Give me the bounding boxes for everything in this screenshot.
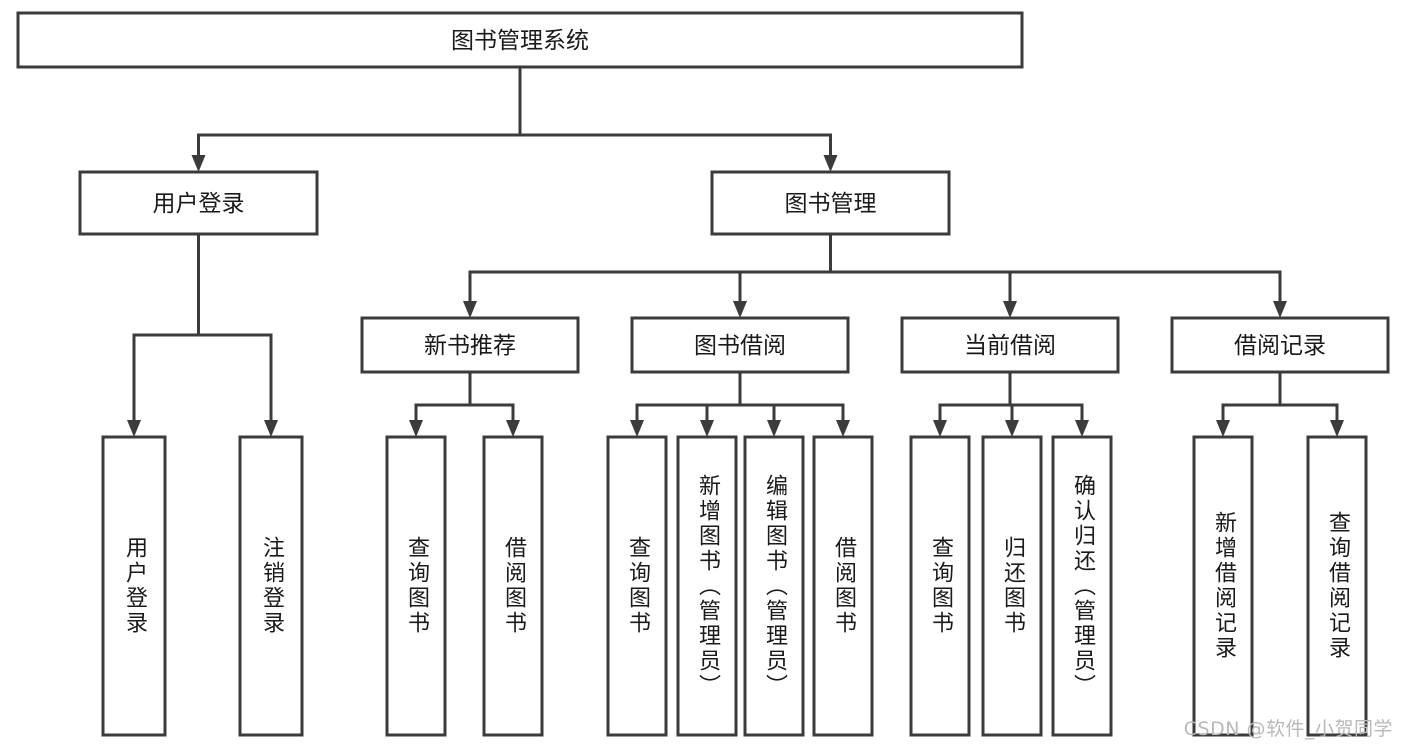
arrow-head-icon bbox=[463, 301, 477, 318]
leaf-leaf-query-borrow-record[interactable] bbox=[1306, 435, 1368, 737]
arrow-head-icon bbox=[409, 420, 423, 437]
arrow-head-icon bbox=[700, 420, 714, 437]
leaf-leaf-edit-book[interactable] bbox=[743, 435, 805, 737]
leaf-leaf-query-book-recommend[interactable] bbox=[385, 435, 447, 737]
watermark-text: CSDN @软件_小贺同学 bbox=[1183, 718, 1393, 740]
node-borrow-records-label: 借阅记录 bbox=[1234, 333, 1326, 359]
leaf-leaf-user-logout[interactable] bbox=[238, 435, 304, 737]
arrow-head-icon bbox=[933, 420, 947, 437]
node-root[interactable] bbox=[16, 11, 1024, 69]
arrow-head-icon bbox=[1216, 420, 1230, 437]
arrow-head-icon bbox=[1003, 301, 1017, 318]
node-book-borrow[interactable] bbox=[630, 316, 850, 374]
node-user-login[interactable] bbox=[78, 170, 319, 236]
arrow-head-icon bbox=[127, 420, 141, 437]
leaf-leaf-return-book[interactable] bbox=[981, 435, 1043, 737]
arrow-head-icon bbox=[630, 420, 644, 437]
node-new-book-recommend-label: 新书推荐 bbox=[424, 333, 516, 359]
arrow-head-icon bbox=[264, 420, 278, 437]
node-book-management[interactable] bbox=[710, 170, 951, 236]
arrow-head-icon bbox=[1005, 420, 1019, 437]
arrow-head-icon bbox=[1273, 301, 1287, 318]
arrow-head-icon bbox=[1330, 420, 1344, 437]
leaf-leaf-borrow-book[interactable] bbox=[812, 435, 874, 737]
leaf-leaf-query-book-borrow[interactable] bbox=[606, 435, 668, 737]
leaf-leaf-borrow-book-recommend[interactable] bbox=[482, 435, 544, 737]
node-current-borrow[interactable] bbox=[900, 316, 1120, 374]
arrow-head-icon bbox=[836, 420, 850, 437]
arrow-head-icon bbox=[767, 420, 781, 437]
node-user-login-label: 用户登录 bbox=[153, 191, 245, 217]
leaf-leaf-query-book-current[interactable] bbox=[909, 435, 971, 737]
arrow-head-icon bbox=[506, 420, 520, 437]
leaf-leaf-add-borrow-record[interactable] bbox=[1192, 435, 1254, 737]
node-book-management-label: 图书管理 bbox=[785, 191, 877, 217]
arrow-head-icon bbox=[191, 155, 206, 172]
leaf-leaf-add-book[interactable] bbox=[676, 435, 738, 737]
leaf-leaf-user-login[interactable] bbox=[101, 435, 167, 737]
connectors-layer bbox=[127, 65, 1344, 437]
node-book-borrow-label: 图书借阅 bbox=[694, 333, 786, 359]
node-root-label: 图书管理系统 bbox=[451, 28, 589, 54]
arrow-head-icon bbox=[733, 301, 747, 318]
node-borrow-records[interactable] bbox=[1170, 316, 1390, 374]
node-new-book-recommend[interactable] bbox=[360, 316, 580, 374]
boxes-layer bbox=[16, 11, 1390, 737]
arrow-head-icon bbox=[1075, 420, 1089, 437]
node-current-borrow-label: 当前借阅 bbox=[964, 333, 1056, 359]
arrow-head-icon bbox=[823, 155, 838, 172]
leaf-leaf-confirm-return[interactable] bbox=[1051, 435, 1113, 737]
